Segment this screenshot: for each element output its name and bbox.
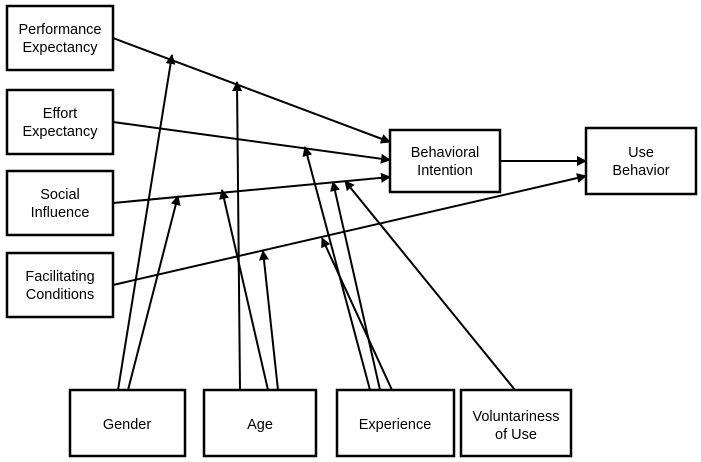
- moderator-arrow-experience-on-social-influence-path: [330, 181, 381, 391]
- moderator-arrow-age-on-performance-expectancy-path: [232, 81, 243, 391]
- moderator-arrow-age-on-social-influence-path: [219, 189, 269, 391]
- voluntariness-of-use-box: [459, 388, 573, 458]
- effort-expectancy-box: [5, 88, 115, 156]
- moderator-arrow-gender-on-social-influence-path: [127, 195, 181, 391]
- arrow-effort-expectancy-to-behavioral-intention: [112, 121, 391, 164]
- age-label: Age: [247, 417, 273, 433]
- arrow-facilitating-conditions-to-use-behavior: [112, 173, 587, 286]
- gender-box: [68, 388, 187, 458]
- use-behavior-label-line1: Use: [628, 145, 654, 161]
- experience-label: Experience: [359, 417, 432, 433]
- moderator-arrow-voluntariness-of-use-on-social-influence-path: [344, 180, 516, 391]
- performance-expectancy-label-line1: Performance: [18, 22, 101, 38]
- arrow-performance-expectancy-to-behavioral-intention: [112, 37, 391, 144]
- use-behavior-box: [584, 126, 698, 196]
- boxes-layer: [5, 4, 698, 458]
- moderator-arrow-gender-on-performance-expectancy-path: [117, 54, 176, 391]
- gender-label: Gender: [103, 417, 152, 433]
- voluntariness-of-use-label-line1: Voluntariness: [472, 409, 559, 425]
- social-influence-label-line2: Influence: [31, 205, 90, 221]
- experience-box: [335, 388, 456, 458]
- voluntariness-of-use-label-line2: of Use: [495, 427, 537, 443]
- labels-layer: Performance Expectancy Effort Expectancy…: [18, 22, 669, 443]
- edges-layer: [112, 37, 587, 391]
- performance-expectancy-label-line2: Expectancy: [23, 40, 99, 56]
- arrow-social-influence-to-behavioral-intention: [112, 172, 391, 204]
- use-behavior-label-line2: Behavior: [612, 163, 669, 179]
- moderator-arrow-experience-on-effort-expectancy-path: [302, 146, 371, 391]
- effort-expectancy-label-line1: Effort: [43, 106, 77, 122]
- behavioral-intention-label-line1: Behavioral: [411, 145, 480, 161]
- facilitating-conditions-label-line1: Facilitating: [25, 269, 94, 285]
- facilitating-conditions-box: [5, 251, 115, 319]
- behavioral-intention-label-line2: Intention: [417, 163, 473, 179]
- social-influence-label-line1: Social: [40, 187, 80, 203]
- moderator-arrow-age-on-facilitating-conditions-path: [258, 250, 279, 391]
- facilitating-conditions-label-line2: Conditions: [26, 287, 95, 303]
- moderator-arrow-experience-on-facilitating-conditions-path: [321, 237, 393, 391]
- social-influence-box: [5, 169, 115, 237]
- effort-expectancy-label-line2: Expectancy: [23, 124, 99, 140]
- performance-expectancy-box: [5, 4, 115, 72]
- age-box: [202, 388, 318, 458]
- behavioral-intention-box: [388, 128, 502, 194]
